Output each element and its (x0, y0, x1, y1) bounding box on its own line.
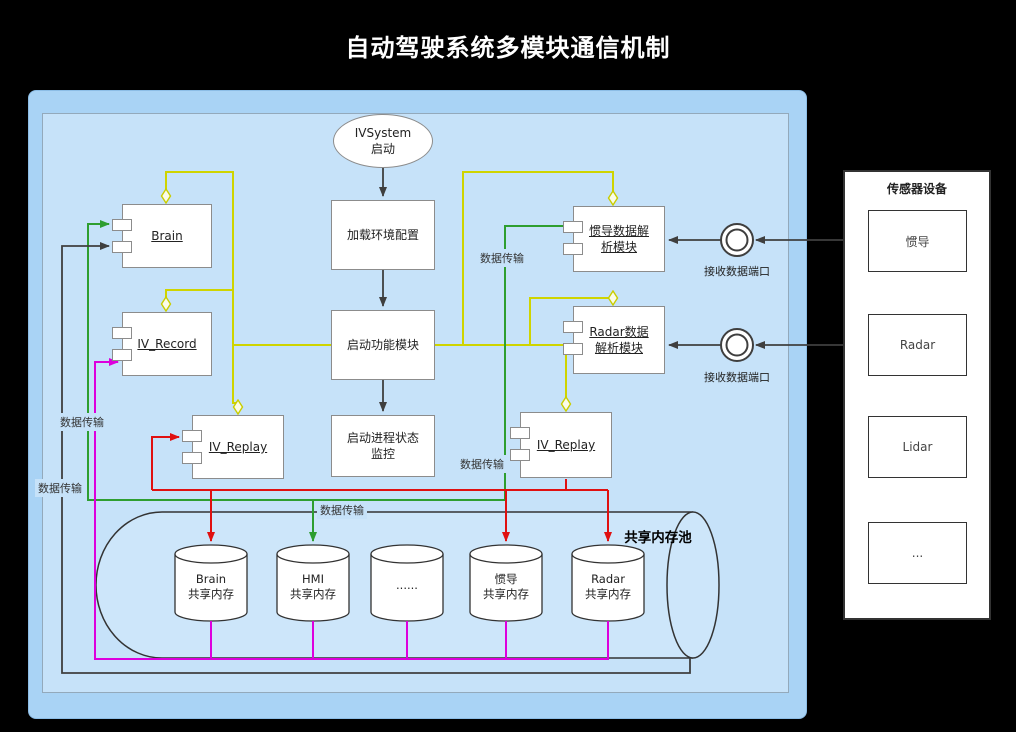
memory-cylinder-radar-label: Radar 共享内存 (563, 572, 653, 602)
component-radar-parser-label: Radar数据解析模块 (589, 324, 649, 355)
edge-modules-to-brain (166, 171, 234, 345)
memory-name: HMI (302, 572, 324, 586)
memory-cylinder-brain-label: Brain 共享内存 (166, 572, 256, 602)
memory-cylinder-radar-shape (571, 544, 645, 622)
component-tab-icon (510, 427, 530, 439)
component-iv-replay-right-label: IV_Replay (536, 437, 596, 452)
component-tab-icon (563, 343, 583, 355)
component-iv-record: IV_Record (112, 312, 212, 376)
edge-modules-to-radar-parser (529, 298, 613, 345)
receive-port-ins-icon (720, 223, 754, 257)
memory-cylinder-hmi-shape (276, 544, 350, 622)
edge-label-data-transfer: 数据传输 (57, 413, 107, 431)
sensor-box-ins: 惯导 (868, 210, 967, 272)
memory-cylinder-ins-shape (469, 544, 543, 622)
component-tab-icon (112, 241, 132, 253)
memory-name: ...... (396, 578, 418, 592)
node-load-config: 加载环境配置 (331, 200, 435, 270)
component-tab-icon (563, 243, 583, 255)
edge-label-data-transfer: 数据传输 (457, 455, 507, 473)
component-radar-parser: Radar数据解析模块 (563, 306, 665, 374)
memory-sub: 共享内存 (483, 587, 529, 601)
component-iv-replay-left: IV_Replay (182, 415, 284, 479)
node-ivsystem-start: IVSystem 启动 (333, 114, 433, 168)
edge-ins-parser-to-brain (87, 220, 563, 501)
sensor-box-more-label: ... (911, 546, 924, 560)
memory-sub: 共享内存 (290, 587, 336, 601)
sensor-box-radar-label: Radar (899, 338, 936, 352)
memory-cylinder-brain-shape (174, 544, 248, 622)
component-iv-replay-right: IV_Replay (510, 412, 612, 478)
node-process-monitor-label: 启动进程状态监控 (346, 430, 419, 461)
component-tab-icon (112, 349, 132, 361)
component-tab-icon (563, 321, 583, 333)
memory-sub: 共享内存 (585, 587, 631, 601)
memory-cylinder-ellipsis-label: ...... (362, 578, 452, 593)
memory-name: Brain (195, 572, 227, 586)
sensor-box-more: ... (868, 522, 967, 584)
component-ins-parser: 惯导数据解析模块 (563, 206, 665, 272)
memory-cylinder-hmi-label: HMI 共享内存 (268, 572, 358, 602)
edge-modules-to-ins-parser (462, 171, 613, 345)
memory-cylinder-ellipsis-shape (370, 544, 444, 622)
sensor-panel-title: 传感器设备 (886, 182, 947, 196)
edge-label-data-transfer: 数据传输 (317, 501, 367, 519)
memory-sub: 共享内存 (188, 587, 234, 601)
component-brain: Brain (112, 204, 212, 268)
component-ins-parser-label: 惯导数据解析模块 (588, 223, 649, 254)
node-start-modules: 启动功能模块 (331, 310, 435, 380)
component-tab-icon (182, 430, 202, 442)
node-process-monitor: 启动进程状态监控 (331, 415, 435, 477)
edge-label-data-transfer: 数据传输 (35, 479, 85, 497)
component-iv-replay-left-label: IV_Replay (208, 439, 268, 454)
node-start-modules-label: 启动功能模块 (346, 337, 419, 352)
memory-name: 惯导 (494, 572, 518, 586)
receive-port-ins-label: 接收数据端口 (704, 265, 770, 278)
node-ivsystem-start-line1: IVSystem (354, 125, 412, 140)
edge-magenta-to-ivrecord (94, 358, 609, 660)
node-ivsystem-start-line2: 启动 (370, 142, 395, 156)
component-tab-icon (510, 449, 530, 461)
component-tab-icon (563, 221, 583, 233)
receive-port-radar-icon (720, 328, 754, 362)
diagram-title: 自动驾驶系统多模块通信机制 (345, 34, 671, 62)
sensor-box-lidar-label: Lidar (902, 440, 933, 454)
sensor-box-radar: Radar (868, 314, 967, 376)
receive-port-radar-label: 接收数据端口 (704, 371, 770, 384)
edge-pool-to-brain (61, 242, 691, 674)
node-load-config-label: 加载环境配置 (346, 227, 419, 242)
edge-modules-to-ivreplay-left (232, 345, 238, 414)
sensor-box-ins-label: 惯导 (905, 234, 930, 249)
shared-memory-pool-label: 共享内存池 (624, 530, 692, 546)
edge-label-data-transfer: 数据传输 (477, 249, 527, 267)
component-tab-icon (112, 327, 132, 339)
component-tab-icon (112, 219, 132, 231)
component-iv-record-label: IV_Record (137, 336, 197, 351)
memory-name: Radar (591, 572, 625, 586)
edge-red-to-ivreplay-left (151, 433, 180, 490)
edge-modules-to-ivrecord (166, 289, 233, 311)
memory-cylinder-ins-label: 惯导 共享内存 (461, 572, 551, 602)
component-tab-icon (182, 452, 202, 464)
component-brain-label: Brain (151, 228, 183, 243)
sensor-box-lidar: Lidar (868, 416, 967, 478)
sensor-panel: 传感器设备 惯导 Radar Lidar ... (843, 170, 991, 620)
